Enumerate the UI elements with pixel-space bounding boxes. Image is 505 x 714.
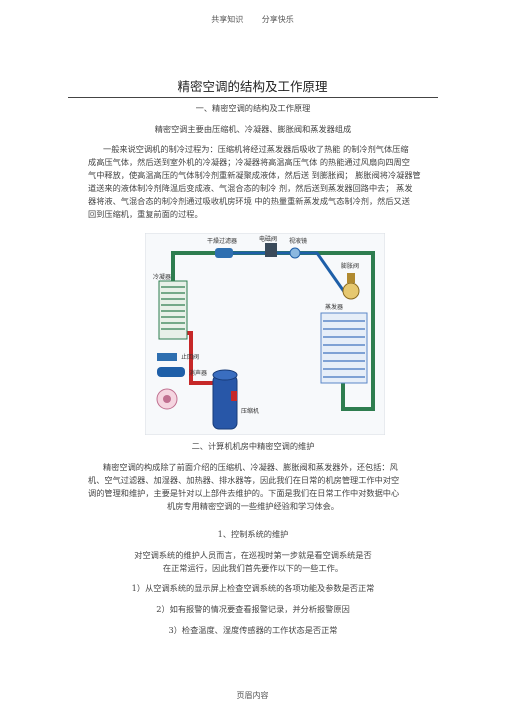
label-expansion-valve: 膨胀阀 <box>341 262 359 270</box>
paragraph-line: 机房专用精密空调的一些维护经验和学习体会。 <box>167 501 339 511</box>
fan-icon <box>156 388 178 410</box>
page-header: 共享知识 分享快乐 <box>0 14 505 25</box>
paragraph-line: 一般来说空调机的制冷过程为：压缩机将经过蒸发器后吸收了热能 的制冷剂气体压缩 <box>103 144 409 154</box>
subsection-line: 在正常运行，因此我们首先要作以下的一些工作。 <box>162 563 344 573</box>
section1-heading: 一、精密空调的结构及工作原理 <box>195 103 311 113</box>
section2-heading: 二、计算机机房中精密空调的维护 <box>191 441 315 451</box>
paragraph-line: 器将液、气混合态的制冷剂通过吸收机房环境 中的热量重新蒸发成气态制冷剂，然后又送 <box>88 196 410 206</box>
compressor <box>212 369 238 430</box>
header-right: 分享快乐 <box>261 15 294 24</box>
suction-pipe <box>171 251 375 411</box>
label-compressor: 压缩机 <box>241 407 259 415</box>
label-sight-glass: 视液镜 <box>289 237 307 245</box>
paragraph-line: 调的管理和维护，主要是针对以上部件去维护的。下面是我们在日常工作中对数据中心 <box>88 488 400 498</box>
label-solenoid: 电磁阀 <box>259 235 277 243</box>
paragraph-line: 回到压缩机，重复前面的过程。 <box>88 209 203 219</box>
expansion-valve <box>342 273 360 300</box>
label-check-valve: 止回阀 <box>181 353 199 361</box>
condenser <box>158 280 188 340</box>
subsection-heading: 1、控制系统的维护 <box>217 529 289 539</box>
label-dryer: 干燥过滤器 <box>207 237 237 245</box>
check-valve <box>157 353 177 361</box>
sight-glass <box>289 247 301 259</box>
dryer-filter <box>215 248 233 258</box>
paragraph-line: 机、空气过滤器、加湿器、加热器、排水器等，因此我们在日常的机房管理工作中对空 <box>88 475 400 485</box>
page-title: 精密空调的结构及工作原理 <box>177 79 328 94</box>
maintenance-item: 1）从空调系统的显示屏上检查空调系统的各项功能及参数是否正常 <box>131 583 375 593</box>
liquid-pipe <box>233 251 347 294</box>
page-footer: 页眉内容 <box>236 691 269 700</box>
label-muffler: 消声器 <box>189 369 207 377</box>
muffler <box>157 367 185 377</box>
paragraph-line: 气中释放，使高温高压的气体制冷剂重新凝聚成液体，然后送 到膨胀阀； 膨胀阀将冷凝… <box>88 170 421 180</box>
evaporator <box>320 312 368 384</box>
paragraph-line: 道送来的液体制冷剂降温后变成液、气混合态的制冷 剂，然后送到蒸发器回路中去； 蒸… <box>88 183 413 193</box>
label-evaporator: 蒸发器 <box>325 303 343 311</box>
header-left: 共享知识 <box>211 15 244 24</box>
subsection-line: 对空调系统的维护人员而言，在巡视时第一步就是看空调系统是否 <box>134 550 372 560</box>
paragraph-line: 成高压气体，然后送到室外机的冷凝器；冷凝器将高温高压气体 的热能通过风扇向四周空 <box>88 157 410 167</box>
maintenance-item: 3）检查温度、湿度传感器的工作状态是否正常 <box>168 625 338 635</box>
refrigeration-cycle-diagram: 干燥过滤器 电磁阀 视液镜 膨胀阀 冷凝器 蒸发器 止回阀 消声器 压缩机 <box>145 233 385 435</box>
section1-intro: 精密空调主要由压缩机、冷凝器、膨胀阀和蒸发器组成 <box>154 124 352 134</box>
maintenance-item: 2）如有报警的情况要查看报警记录，并分析报警原因 <box>156 604 350 614</box>
solenoid-valve <box>265 243 277 257</box>
label-condenser: 冷凝器 <box>153 273 171 281</box>
title-divider <box>68 97 438 98</box>
paragraph-line: 精密空调的构成除了前面介绍的压缩机、冷凝器、膨胀阀和蒸发器外，还包括：风 <box>103 462 398 472</box>
